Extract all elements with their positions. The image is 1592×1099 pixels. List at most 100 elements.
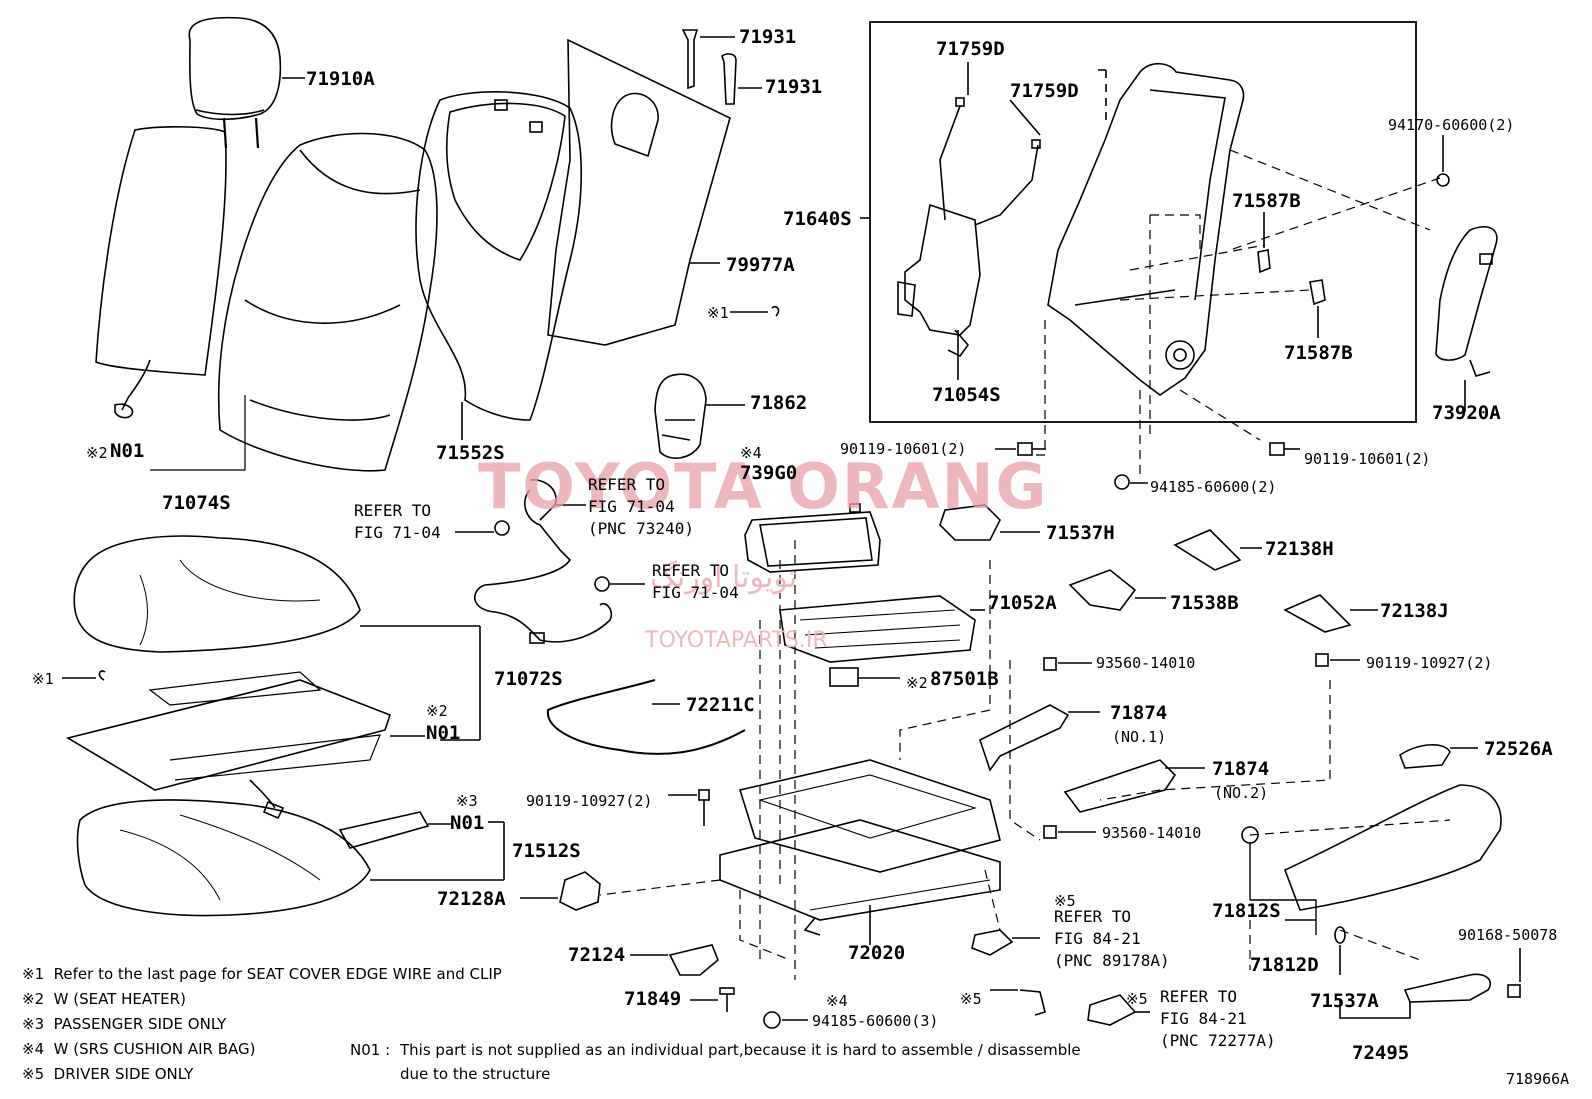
label-72128A: 72128A <box>437 888 506 910</box>
label-90119-10601-left: 90119-10601(2) <box>840 440 967 458</box>
side-cover-71512S-drawing <box>338 811 430 849</box>
clip-71587B-drawing <box>1257 212 1326 338</box>
mark-5b: ※5 <box>960 990 982 1008</box>
mark-3: ※3 <box>456 792 478 810</box>
clip-71931-drawing <box>681 29 762 105</box>
mark-1b: ※1 <box>32 670 54 688</box>
seatback-pad-drawing <box>150 132 438 472</box>
mark-1a: ※1 <box>707 304 729 322</box>
label-71640S: 71640S <box>783 208 852 230</box>
switch-89178A-drawing <box>971 929 1014 956</box>
mark-2c: ※2 <box>906 674 928 692</box>
label-90119-10601-right: 90119-10601(2) <box>1304 450 1431 468</box>
label-71552S: 71552S <box>436 442 505 464</box>
watermark-sub: TOYOTAPARTS.IR <box>645 628 828 653</box>
label-90119-10927-right: 90119-10927(2) <box>1366 654 1493 672</box>
connector-87501B-drawing <box>829 667 859 687</box>
edge-wire-clip-icon <box>771 305 780 317</box>
bolt-93560-top-drawing <box>1043 657 1057 671</box>
label-71074S: 71074S <box>162 492 231 514</box>
seatback-board-drawing <box>95 126 227 419</box>
refer-pnc-89178A: REFER TO FIG 84-21 (PNC 89178A) <box>1054 907 1170 970</box>
label-71587B-a: 71587B <box>1232 190 1301 212</box>
label-71537A: 71537A <box>1310 990 1379 1012</box>
seat-heater-drawing <box>65 671 425 820</box>
n01-note-line2: due to the structure <box>400 1065 551 1083</box>
label-71931-top: 71931 <box>739 26 797 48</box>
label-71537H: 71537H <box>1046 522 1115 544</box>
refer-fig-71-04-right: REFER TO FIG 71-04 <box>652 561 739 602</box>
footnote-2: ※2 W (SEAT HEATER) <box>22 990 186 1008</box>
bracket-72138J-drawing <box>1283 594 1352 633</box>
seatback-frame-drawing <box>860 62 1245 396</box>
label-71759D-b: 71759D <box>1010 80 1079 102</box>
label-71812D: 71812D <box>1250 954 1319 976</box>
label-71874-b-sub: (NO.2) <box>1214 784 1269 802</box>
dashed-guides <box>599 149 1451 980</box>
label-71587B-b: 71587B <box>1284 342 1353 364</box>
shield-72495-drawing <box>1403 973 1492 1003</box>
label-72526A: 72526A <box>1484 738 1553 760</box>
lumbar-support-drawing <box>897 62 1041 380</box>
bolt-screw-84-drawing <box>1019 989 1046 1016</box>
label-71874-b: 71874 <box>1212 758 1270 780</box>
label-93560-bottom: 93560-14010 <box>1102 824 1202 842</box>
seat-spring-drawing <box>779 595 985 663</box>
bolt-90119-right-drawing <box>1315 653 1329 667</box>
diagram-id: 718966A <box>1506 1070 1570 1088</box>
bolt-90119-left-drawing <box>668 789 710 826</box>
label-94185-bottom: 94185-60600(3) <box>812 1012 939 1030</box>
label-87501B: 87501B <box>930 668 999 690</box>
label-71931-bottom: 71931 <box>765 76 823 98</box>
label-72211C: 72211C <box>686 694 755 716</box>
seat-wire-drawing <box>546 679 746 755</box>
cover-71874-no2-drawing <box>1063 759 1177 813</box>
bolt-drawings <box>995 442 1300 490</box>
label-71874-a: 71874 <box>1110 702 1168 724</box>
label-71812S: 71812S <box>1212 900 1281 922</box>
refer-pnc-73240: REFER TO FIG 71-04 (PNC 73240) <box>588 475 694 538</box>
label-739G0: 739G0 <box>740 462 798 484</box>
label-71862: 71862 <box>750 392 808 414</box>
label-71072S: 71072S <box>494 668 563 690</box>
label-79977A: 79977A <box>726 254 795 276</box>
footnote-5: ※5 DRIVER SIDE ONLY <box>22 1065 194 1083</box>
seatback-cover-drawing <box>415 91 582 440</box>
label-72495: 72495 <box>1352 1042 1410 1064</box>
seat-harness-drawing <box>455 479 645 644</box>
bracket-71538B-drawing <box>1068 569 1137 611</box>
n01-note-line1: This part is not supplied as an individu… <box>400 1041 1081 1059</box>
cap-72526A-drawing <box>1399 744 1451 769</box>
side-airbag-drawing <box>1435 135 1498 412</box>
label-72124: 72124 <box>568 944 626 966</box>
bracket-71537H-drawing <box>939 504 1001 541</box>
label-N01-c: N01 <box>450 812 485 834</box>
bolt-93560-bottom-drawing <box>1043 825 1057 839</box>
label-71512S: 71512S <box>512 840 581 862</box>
screw-90168-drawing <box>1507 984 1521 998</box>
cover-71874-no1-drawing <box>979 704 1070 772</box>
label-71054S: 71054S <box>932 384 1001 406</box>
label-94185-top: 94185-60600(2) <box>1150 478 1277 496</box>
cushion-cover-drawing <box>73 535 481 741</box>
n01-note-label: N01 : <box>350 1041 391 1059</box>
mark-5c: ※5 <box>1126 990 1148 1008</box>
label-71052A: 71052A <box>988 592 1057 614</box>
label-71538B: 71538B <box>1170 592 1239 614</box>
screw-71849-drawing <box>690 987 735 1012</box>
label-72138J: 72138J <box>1380 600 1449 622</box>
footnote-3: ※3 PASSENGER SIDE ONLY <box>22 1015 227 1033</box>
footnote-1: ※1 Refer to the last page for SEAT COVER… <box>22 965 502 983</box>
label-71874-a-sub: (NO.1) <box>1112 728 1167 746</box>
label-90119-10927-left: 90119-10927(2) <box>526 792 653 810</box>
nut-94185-drawing <box>763 1011 781 1029</box>
label-71849: 71849 <box>624 988 682 1010</box>
footnote-4: ※4 W (SRS CUSHION AIR BAG) <box>22 1040 256 1058</box>
shield-71812-drawing <box>1283 784 1502 911</box>
knob-72277A-drawing <box>1087 994 1137 1026</box>
label-93560-top: 93560-14010 <box>1096 654 1196 672</box>
refer-fig-71-04-left: REFER TO FIG 71-04 <box>354 501 441 542</box>
label-71759D-a: 71759D <box>936 38 1005 60</box>
cushion-airbag-drawing <box>744 503 881 573</box>
